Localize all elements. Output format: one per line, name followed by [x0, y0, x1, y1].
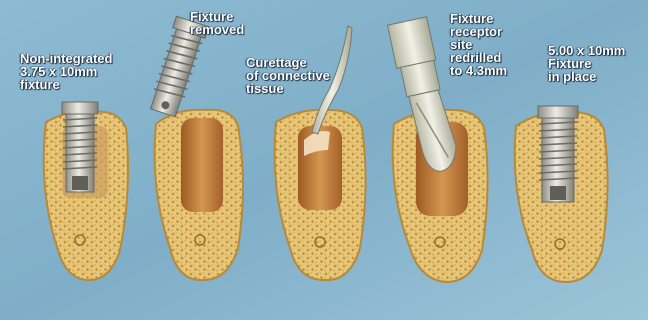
- fixture-implant: [538, 106, 578, 202]
- label-curettage: Curettage of connective tissue: [246, 56, 330, 95]
- empty-socket: [181, 118, 223, 212]
- label-redrilled-site: Fixture receptor site redrilled to 4.3mm: [450, 12, 507, 77]
- fixture-implant: [62, 102, 98, 192]
- label-new-fixture-in-place: 5.00 x 10mm Fixture in place: [548, 44, 625, 83]
- label-non-integrated-fixture: Non-integrated 3.75 x 10mm fixture: [20, 52, 112, 91]
- label-fixture-removed: Fixture removed: [190, 10, 244, 36]
